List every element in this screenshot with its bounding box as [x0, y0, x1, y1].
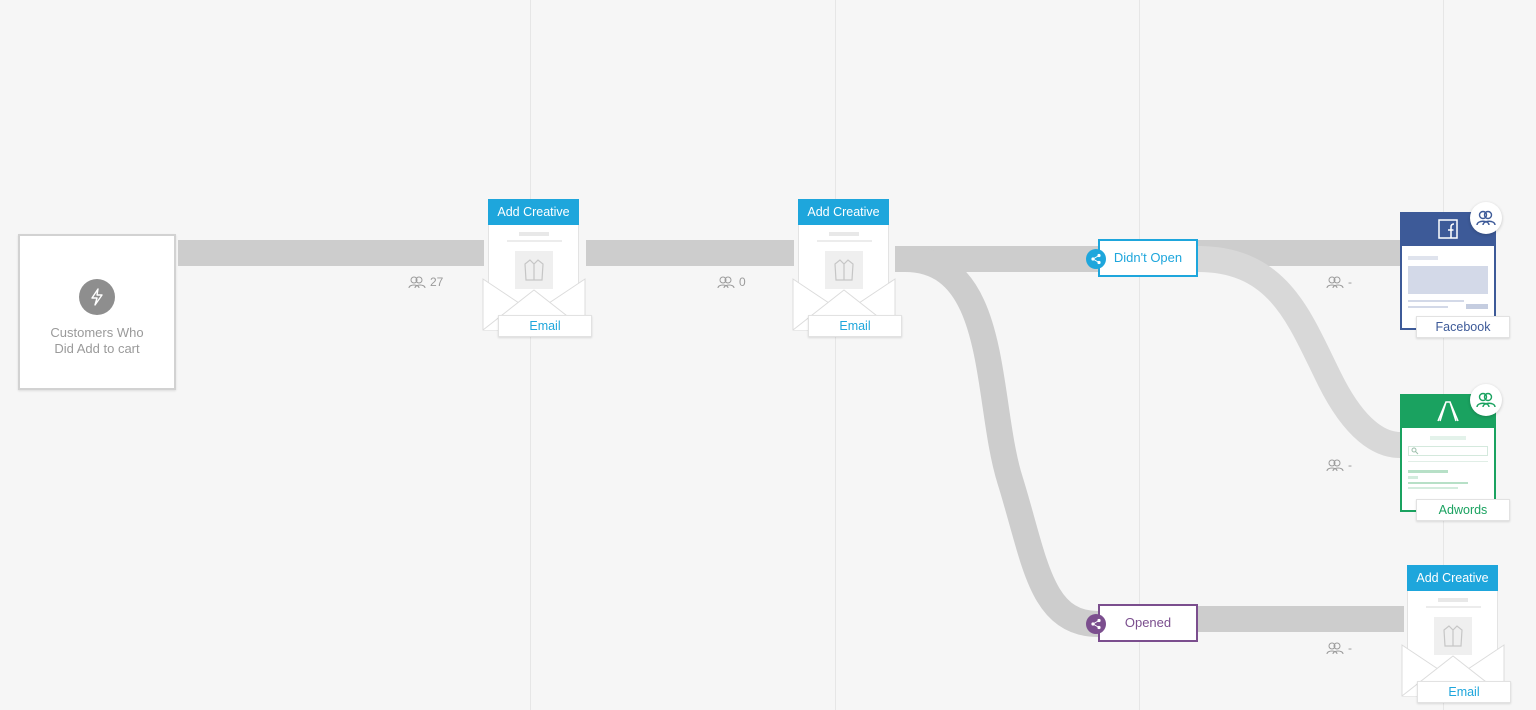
email-node[interactable]: Add Creative Email	[482, 199, 592, 339]
split-icon	[1086, 614, 1106, 634]
flow-email-2-to-opened	[904, 246, 1099, 637]
column-divider	[1139, 0, 1140, 710]
split-label: Didn't Open	[1113, 250, 1183, 265]
audience-badge-icon[interactable]	[1470, 202, 1502, 234]
split-label: Opened	[1124, 615, 1172, 630]
audience-count: 0	[717, 275, 746, 289]
lightning-bolt-icon	[79, 279, 115, 315]
column-divider	[1443, 0, 1444, 710]
column-divider	[530, 0, 531, 710]
facebook-icon	[1438, 219, 1458, 239]
jacket-icon	[515, 251, 553, 289]
jacket-icon	[1434, 617, 1472, 655]
email-channel-label: Email	[498, 315, 592, 337]
flow-didnt-open-to-adwords	[1197, 246, 1401, 458]
trigger-node[interactable]: Customers Who Did Add to cart	[18, 234, 176, 390]
audience-icon	[408, 276, 426, 288]
split-opened[interactable]: Opened	[1086, 604, 1198, 642]
add-creative-button[interactable]: Add Creative	[488, 199, 579, 225]
audience-count-value: 0	[739, 275, 746, 289]
audience-count-value: -	[1348, 458, 1352, 472]
audience-icon	[1326, 459, 1344, 471]
audience-badge-icon[interactable]	[1470, 384, 1502, 416]
audience-count: -	[1326, 275, 1352, 289]
facebook-node[interactable]	[1400, 212, 1496, 330]
email-node[interactable]: Add Creative Email	[1401, 565, 1511, 705]
split-didnt-open[interactable]: Didn't Open	[1086, 239, 1198, 277]
jacket-icon	[825, 251, 863, 289]
add-creative-button[interactable]: Add Creative	[798, 199, 889, 225]
split-icon	[1086, 249, 1106, 269]
column-divider	[835, 0, 836, 710]
adwords-channel-label: Adwords	[1416, 499, 1510, 521]
email-channel-label: Email	[808, 315, 902, 337]
audience-count-value: -	[1348, 275, 1352, 289]
audience-count: -	[1326, 458, 1352, 472]
audience-icon	[1326, 642, 1344, 654]
audience-count-value: 27	[430, 275, 444, 289]
email-node[interactable]: Add Creative Email	[792, 199, 902, 339]
audience-icon	[1326, 276, 1344, 288]
facebook-channel-label: Facebook	[1416, 316, 1510, 338]
trigger-label: Customers Who Did Add to cart	[50, 325, 144, 356]
add-creative-button[interactable]: Add Creative	[1407, 565, 1498, 591]
adwords-icon	[1437, 401, 1459, 422]
email-channel-label: Email	[1417, 681, 1511, 703]
audience-count: -	[1326, 641, 1352, 655]
audience-count: 27	[408, 275, 443, 289]
audience-count-value: -	[1348, 641, 1352, 655]
audience-icon	[717, 276, 735, 288]
